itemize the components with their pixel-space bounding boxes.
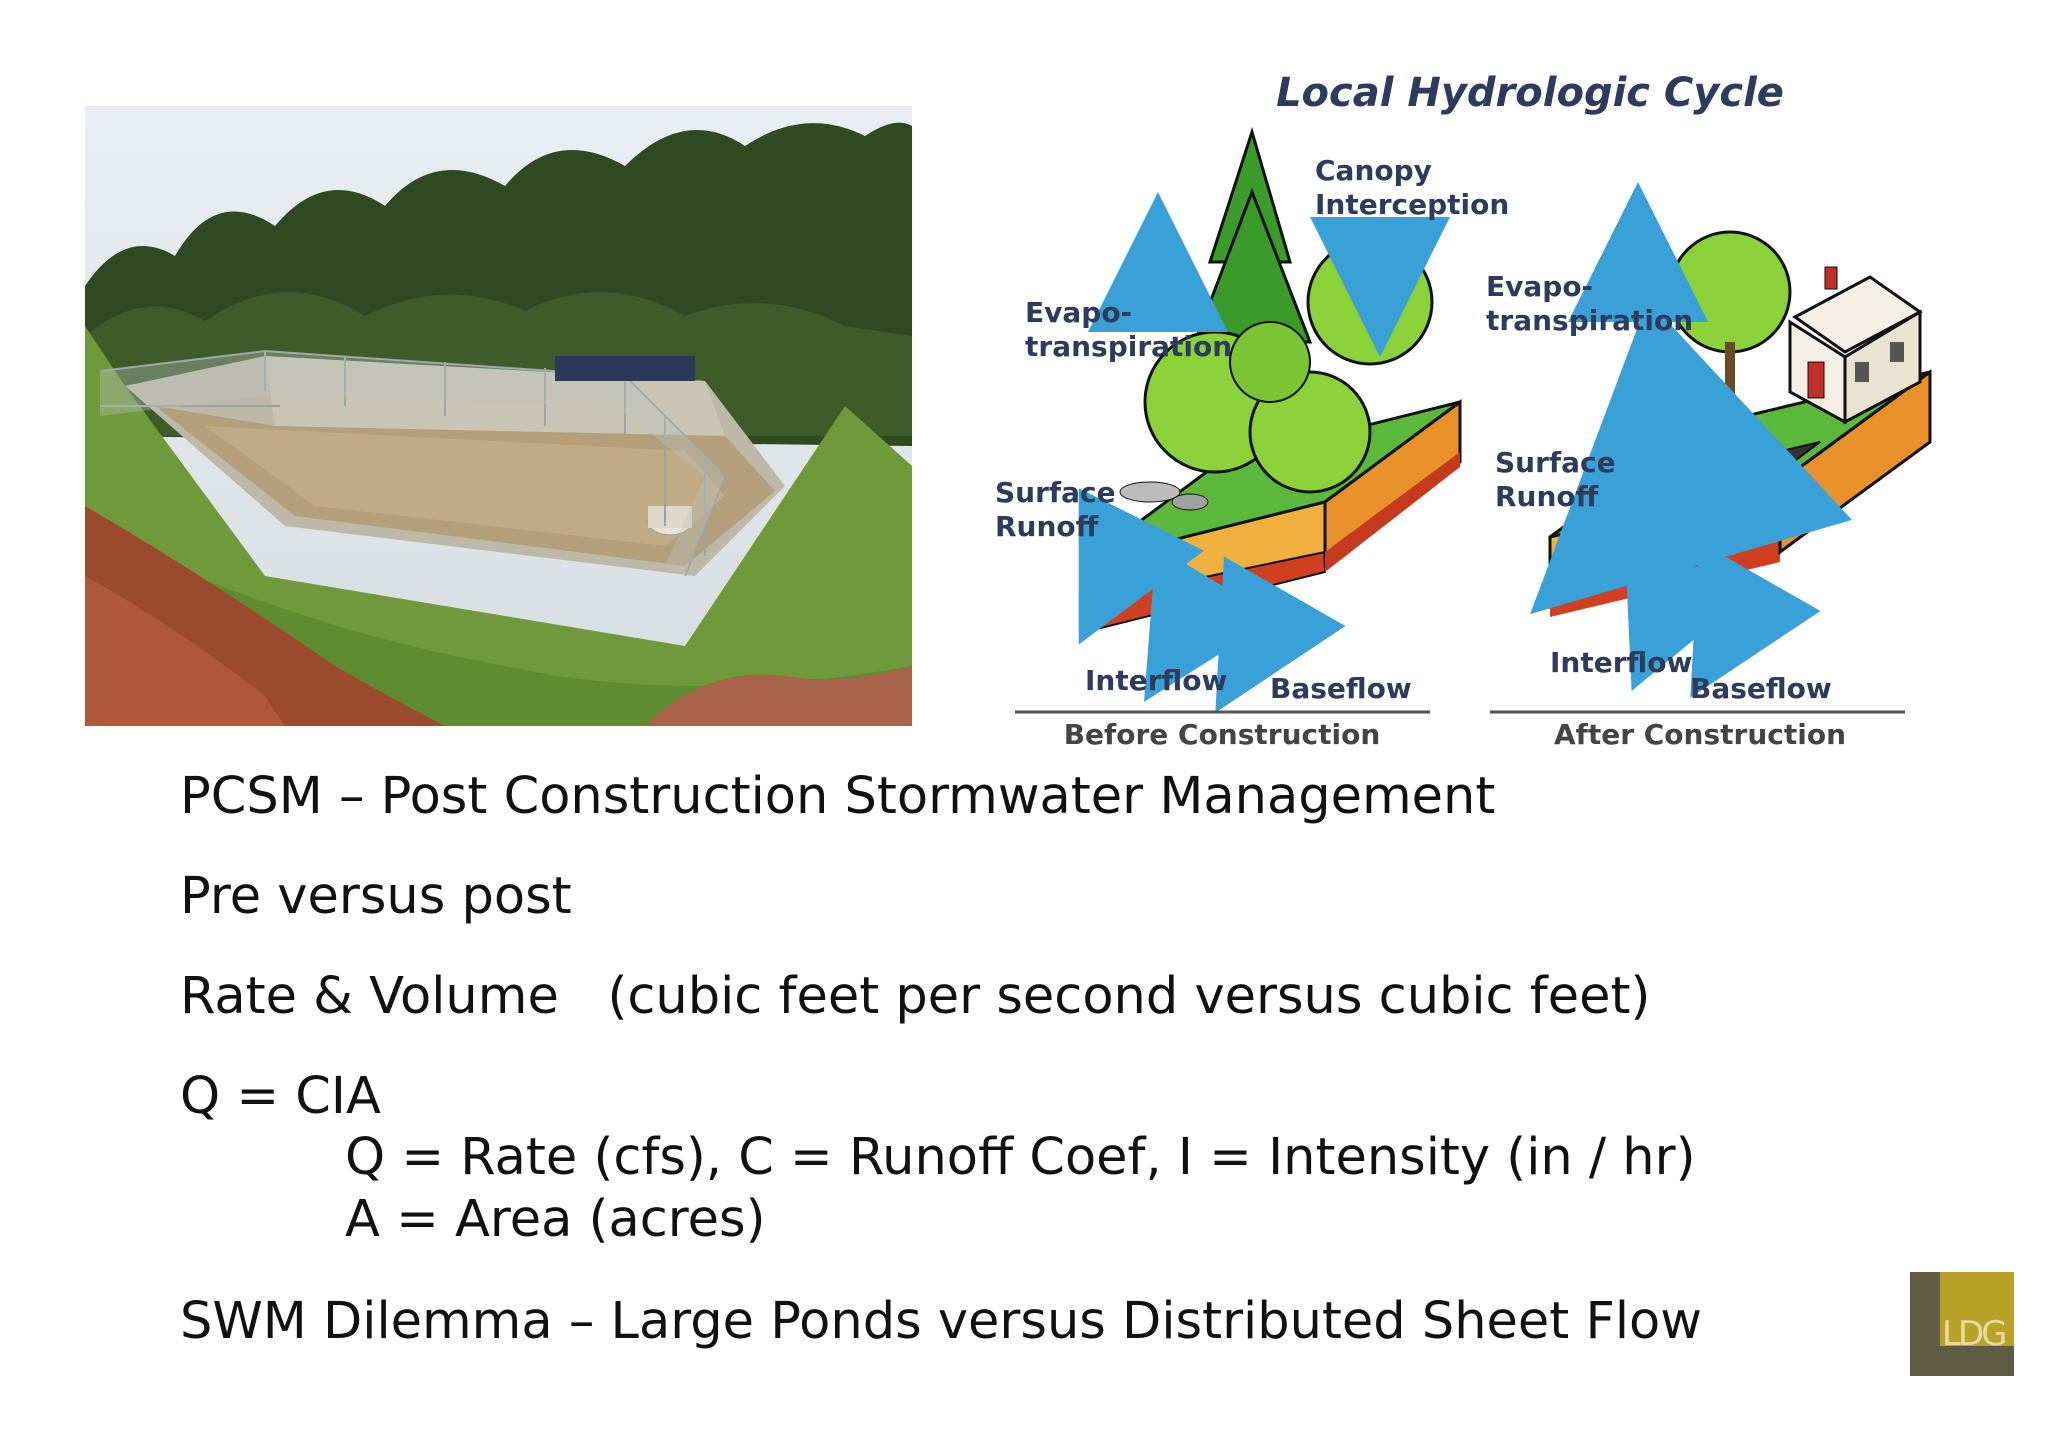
- before-baseflow-label: Baseflow: [1270, 672, 1412, 705]
- bullet-pre-versus-post: Pre versus post: [180, 867, 572, 926]
- diagram-title: Local Hydrologic Cycle: [1276, 70, 1784, 116]
- before-surface-label-2: Runoff: [995, 510, 1099, 543]
- after-evapo-label-1: Evapo-: [1486, 270, 1593, 303]
- after-surface-label-2: Runoff: [1495, 480, 1599, 513]
- before-construction-caption: Before Construction: [1064, 718, 1381, 751]
- logo-gold-square: [1940, 1272, 2014, 1346]
- bullet-rate-volume: Rate & Volume (cubic feet per second ver…: [180, 967, 1651, 1026]
- bullet-swm-dilemma: SWM Dilemma – Large Ponds versus Distrib…: [180, 1292, 1702, 1351]
- before-construction-block: Canopy Interception Evapo- transpiration…: [995, 126, 1509, 751]
- canopy-label-1: Canopy: [1315, 154, 1432, 187]
- after-baseflow-label: Baseflow: [1690, 672, 1832, 705]
- after-construction-caption: After Construction: [1554, 718, 1846, 751]
- formula-definition-2: A = Area (acres): [345, 1190, 766, 1249]
- pond-photo-illustration: [85, 106, 912, 726]
- bullet-pcsm: PCSM – Post Construction Stormwater Mana…: [180, 767, 1496, 826]
- detention-pond-photo: [85, 106, 912, 726]
- after-evapo-label-2: transpiration: [1486, 304, 1693, 337]
- canopy-label-2: Interception: [1315, 188, 1509, 221]
- before-evapo-label-2: transpiration: [1025, 330, 1232, 363]
- formula-definition-1: Q = Rate (cfs), C = Runoff Coef, I = Int…: [345, 1128, 1696, 1187]
- ldg-logo: LDG: [1910, 1272, 2014, 1376]
- after-interflow-label: Interflow: [1550, 646, 1692, 679]
- bullet-formula: Q = CIA: [180, 1067, 381, 1126]
- logo-text: LDG: [1942, 1314, 2008, 1354]
- before-evapo-label-1: Evapo-: [1025, 296, 1132, 329]
- hydrologic-cycle-diagram: Local Hydrologic Cycle: [990, 62, 1950, 762]
- after-surface-label-1: Surface: [1495, 446, 1616, 479]
- before-surface-label-1: Surface: [995, 476, 1116, 509]
- after-construction-block: Evapo- transpiration Surface Runoff Inte…: [1486, 182, 1932, 751]
- before-interflow-label: Interflow: [1085, 664, 1227, 697]
